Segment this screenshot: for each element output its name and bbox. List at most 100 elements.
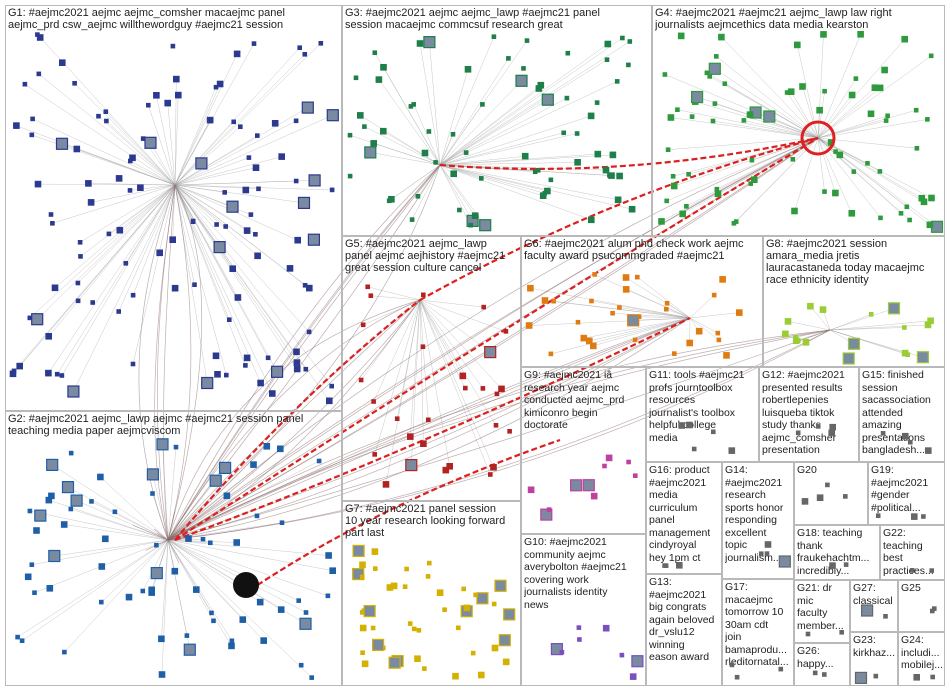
node-g1[interactable] [303,366,309,372]
node-g3[interactable] [608,172,615,179]
node-g3[interactable] [561,130,567,136]
node-g3[interactable] [423,35,436,49]
node-g1[interactable] [293,178,299,184]
node-g4[interactable] [722,81,728,86]
node-g3[interactable] [433,160,438,165]
node-g5[interactable] [494,391,500,397]
node-g5[interactable] [446,462,454,470]
node-g1[interactable] [59,373,65,378]
node-g1[interactable] [243,363,248,368]
node-g3[interactable] [415,194,421,199]
node-g1[interactable] [96,113,101,119]
group-box-g2[interactable]: G2: #aejmc2021 aejmc_lawp aejmc #aejmc21… [5,411,342,686]
node-g2[interactable] [316,458,322,464]
node-g14[interactable] [764,541,772,548]
node-g4[interactable] [904,204,910,210]
node-g5[interactable] [372,452,378,457]
node-g5[interactable] [371,399,376,404]
node-g5[interactable] [420,292,426,298]
node-g4[interactable] [918,194,926,202]
node-g5[interactable] [480,386,486,391]
node-g1[interactable] [45,369,52,377]
node-g1[interactable] [214,370,221,378]
node-g3[interactable] [471,212,479,219]
node-g8[interactable] [847,337,861,350]
node-g3[interactable] [478,176,484,181]
node-g1[interactable] [16,362,24,370]
node-g2[interactable] [303,610,309,615]
group-box-g25[interactable]: G25 [898,580,945,632]
node-g5[interactable] [507,428,512,434]
node-g1[interactable] [116,226,124,234]
node-g3[interactable] [594,150,602,158]
node-g2[interactable] [325,593,331,599]
node-g2[interactable] [125,593,133,601]
node-g4[interactable] [822,189,827,194]
node-g3[interactable] [574,131,580,136]
node-g6[interactable] [551,298,556,304]
node-g1[interactable] [214,222,219,227]
node-g1[interactable] [252,164,260,171]
node-g20[interactable] [825,482,830,488]
node-g5[interactable] [490,463,497,471]
node-g5[interactable] [360,322,366,328]
node-g5[interactable] [382,481,390,488]
node-g1[interactable] [58,59,66,67]
node-g3[interactable] [347,132,353,138]
node-g7[interactable] [352,544,365,558]
node-g6[interactable] [735,309,743,316]
node-g7[interactable] [477,671,485,679]
node-g19[interactable] [875,513,881,519]
node-g7[interactable] [491,644,499,652]
node-g7[interactable] [361,660,369,668]
node-g23[interactable] [854,671,868,685]
node-g2[interactable] [277,606,285,613]
node-g2[interactable] [260,637,268,644]
node-g21[interactable] [839,629,845,635]
node-g3[interactable] [353,75,359,81]
node-g1[interactable] [153,92,160,99]
node-g6[interactable] [617,305,622,310]
node-g4[interactable] [665,147,671,152]
node-g7[interactable] [352,567,365,581]
node-g4[interactable] [867,110,875,118]
node-g6[interactable] [575,319,581,325]
node-g1[interactable] [144,136,157,149]
node-g2[interactable] [34,509,47,522]
node-g4[interactable] [689,114,695,119]
node-g5[interactable] [420,440,427,448]
node-g11[interactable] [686,421,693,429]
node-g4[interactable] [877,169,883,174]
node-g1[interactable] [306,329,312,335]
node-g15[interactable] [901,432,909,440]
node-g4[interactable] [832,189,839,197]
node-g4[interactable] [704,70,710,76]
node-g8[interactable] [868,311,874,317]
node-g2[interactable] [70,494,83,507]
node-g12[interactable] [828,429,836,437]
node-g5[interactable] [462,385,468,391]
node-g2[interactable] [173,444,179,450]
node-g2[interactable] [19,638,25,644]
node-g1[interactable] [248,212,254,217]
node-g17[interactable] [729,662,735,668]
node-g5[interactable] [368,293,374,299]
node-g2[interactable] [68,506,74,512]
node-g6[interactable] [589,298,594,304]
node-g3[interactable] [574,159,581,166]
node-g6[interactable] [715,330,721,336]
node-g15[interactable] [924,447,932,454]
node-g1[interactable] [222,190,227,195]
node-g2[interactable] [97,473,104,481]
node-g10[interactable] [602,624,610,632]
node-g6[interactable] [664,300,670,306]
node-g5[interactable] [358,377,364,383]
node-g4[interactable] [675,107,680,112]
node-g6[interactable] [610,310,615,316]
node-g4[interactable] [928,194,935,202]
group-box-g23[interactable]: G23: kirkhaz... [850,632,898,686]
node-g4[interactable] [878,215,883,221]
node-g17[interactable] [734,674,740,680]
node-g1[interactable] [156,249,163,257]
node-g4[interactable] [746,111,754,118]
